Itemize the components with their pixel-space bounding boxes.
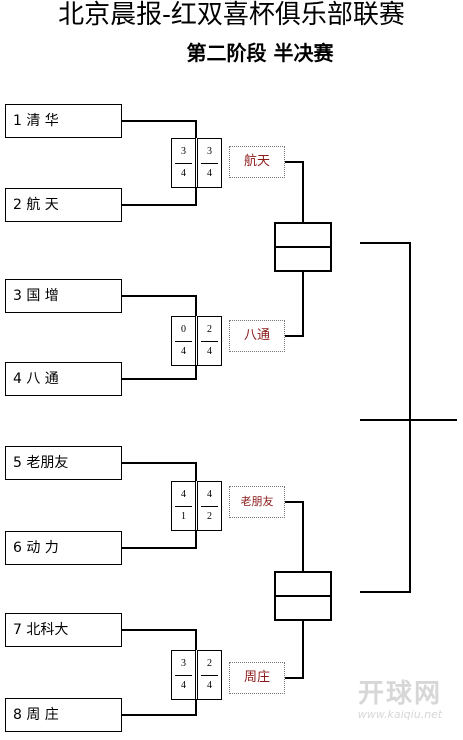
score-box: 0 4 — [171, 316, 196, 366]
score-box: 2 4 — [197, 316, 222, 366]
score-value: 3 — [181, 658, 186, 669]
match-winner-1: 航天 — [229, 146, 285, 178]
team-slot-4: 4 八 通 — [5, 362, 122, 396]
team-slot-7: 7 北科大 — [5, 613, 122, 647]
score-value: 1 — [181, 511, 186, 522]
watermark-text: 开球网 — [357, 679, 442, 709]
score-divider — [276, 595, 330, 597]
score-divider — [175, 506, 192, 507]
score-value: 2 — [207, 324, 212, 335]
score-value: 4 — [207, 489, 212, 500]
score-divider — [201, 163, 218, 164]
score-divider — [175, 163, 192, 164]
team-slot-1: 1 清 华 — [5, 104, 122, 138]
score-box: 3 4 — [171, 650, 196, 700]
team-slot-2: 2 航 天 — [5, 188, 122, 222]
team-slot-3: 3 国 增 — [5, 279, 122, 313]
score-value: 4 — [207, 346, 212, 357]
score-divider — [201, 506, 218, 507]
score-value: 2 — [207, 658, 212, 669]
team-slot-6: 6 动 力 — [5, 531, 122, 565]
match-winner-2: 八通 — [229, 320, 285, 352]
team-slot-8: 8 周 庄 — [5, 698, 122, 732]
match-winner-4: 周庄 — [229, 662, 285, 694]
score-value: 4 — [207, 168, 212, 179]
score-value: 3 — [181, 146, 186, 157]
watermark-logo: 开球网 www.kaiqiu.net — [340, 680, 460, 721]
match-score-1: 3 4 3 4 — [171, 138, 222, 188]
score-box: 3 4 — [171, 138, 196, 188]
score-value: 4 — [181, 346, 186, 357]
watermark-url: www.kaiqiu.net — [357, 708, 443, 721]
match-score-2: 0 4 2 4 — [171, 316, 222, 366]
score-value: 0 — [181, 324, 186, 335]
page-title: 北京晨报-红双喜杯俱乐部联赛 — [58, 0, 405, 30]
match-score-3: 4 1 4 2 — [171, 481, 222, 531]
score-divider — [175, 341, 192, 342]
score-value: 2 — [207, 511, 212, 522]
score-value: 3 — [207, 146, 212, 157]
match-winner-3: 老朋友 — [229, 486, 285, 518]
score-divider — [276, 246, 330, 248]
score-box: 4 1 — [171, 481, 196, 531]
semifinal-score-box-lower — [274, 571, 332, 621]
score-value: 4 — [207, 680, 212, 691]
team-slot-5: 5 老朋友 — [5, 446, 122, 480]
score-value: 4 — [181, 168, 186, 179]
score-divider — [201, 341, 218, 342]
score-value: 4 — [181, 680, 186, 691]
score-value: 4 — [181, 489, 186, 500]
match-score-4: 3 4 2 4 — [171, 650, 222, 700]
score-box: 4 2 — [197, 481, 222, 531]
score-divider — [201, 675, 218, 676]
semifinal-score-box-upper — [274, 222, 332, 272]
page-subtitle: 第二阶段 半决赛 — [186, 41, 334, 65]
score-box: 3 4 — [197, 138, 222, 188]
score-divider — [175, 675, 192, 676]
score-box: 2 4 — [197, 650, 222, 700]
